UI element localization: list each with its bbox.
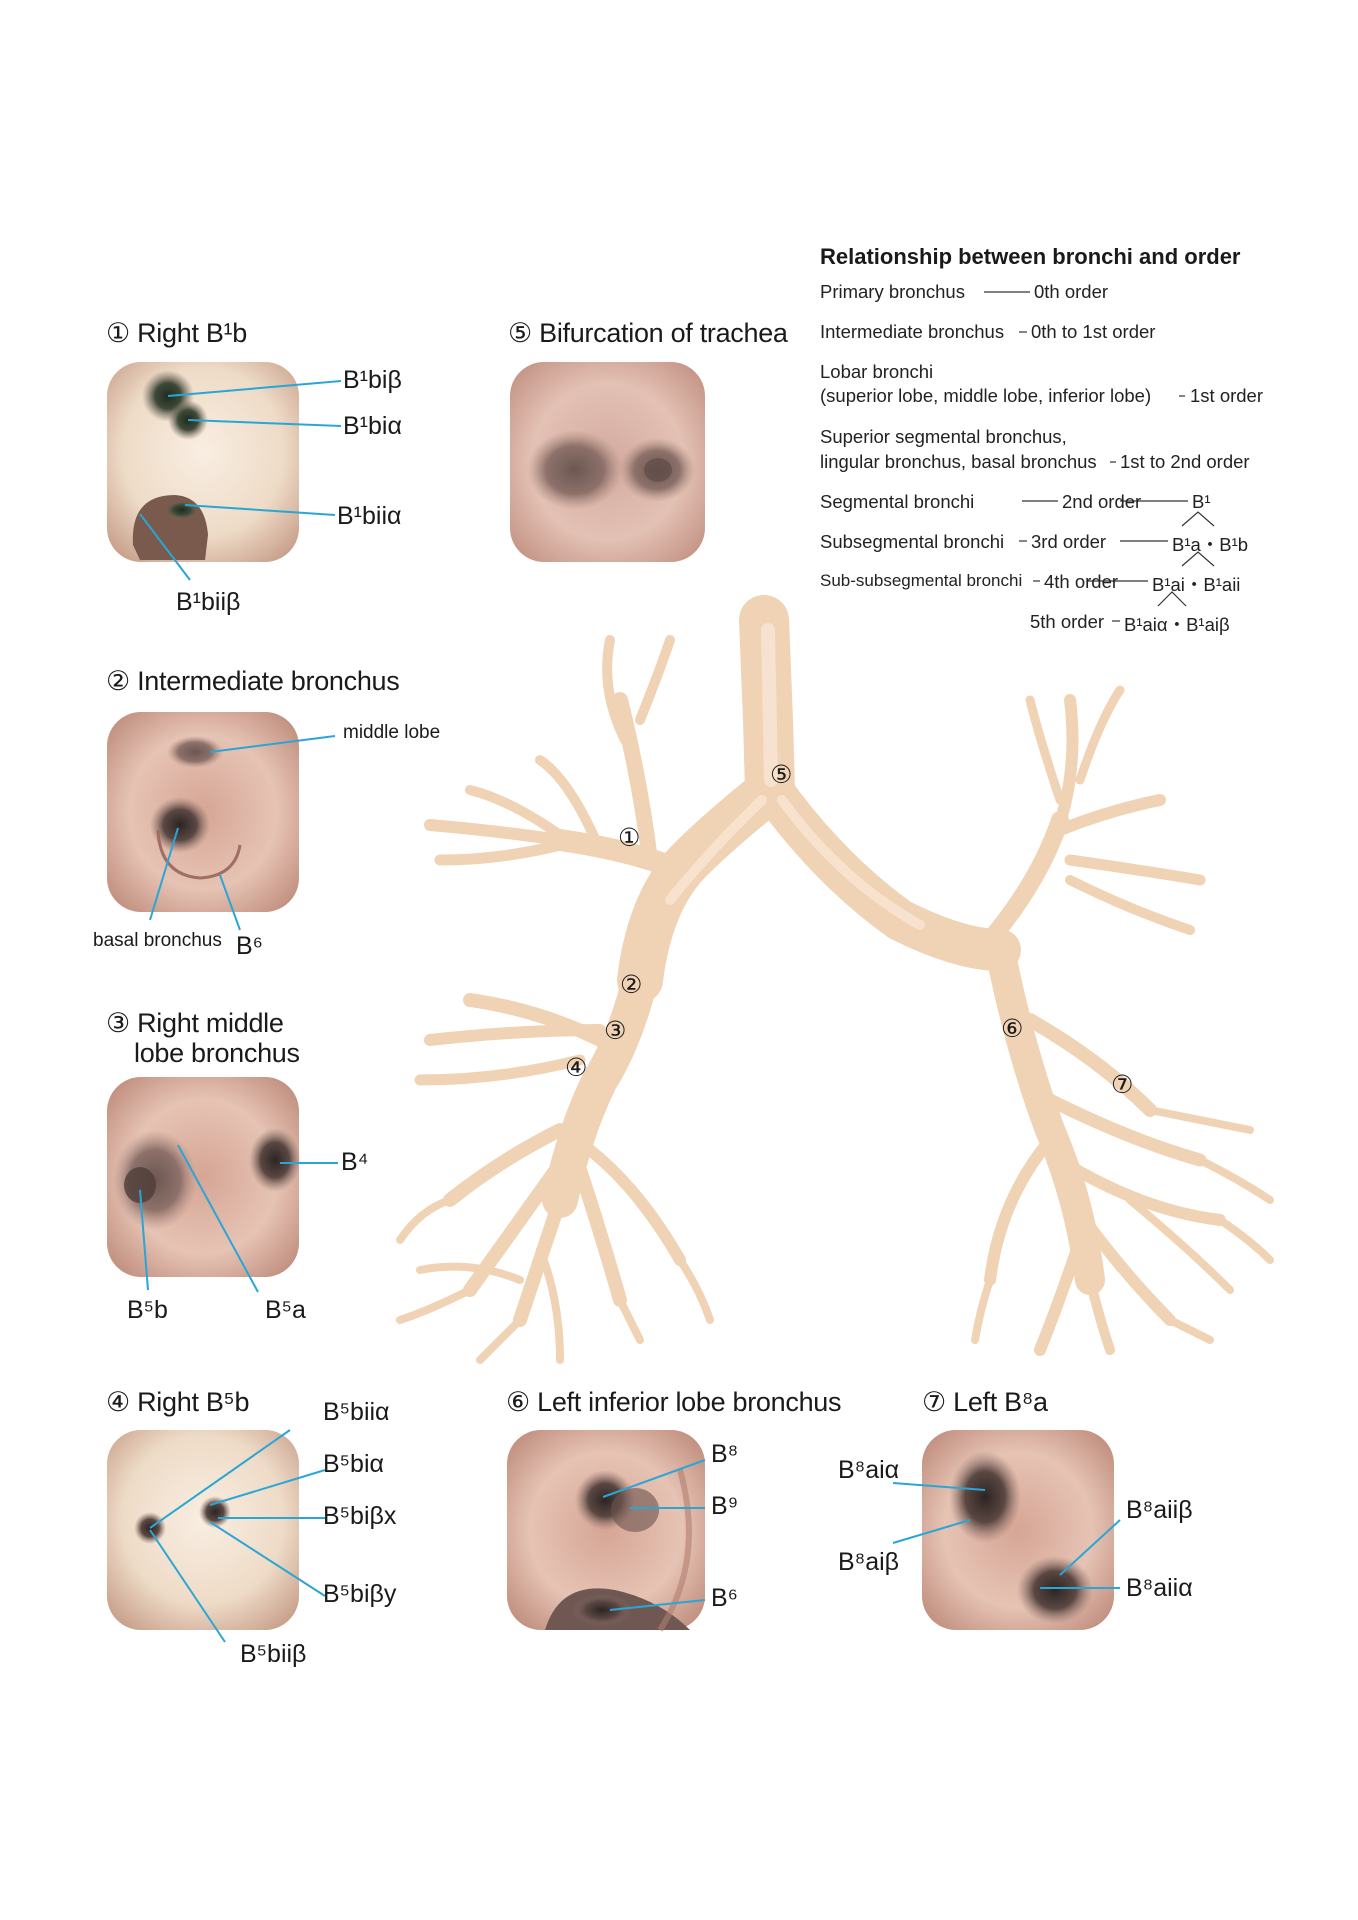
panel-2-title: ② Intermediate bronchus bbox=[106, 666, 400, 697]
rel-segmental-name: Segmental bronchi bbox=[820, 491, 975, 512]
endoscopic-photo-2 bbox=[107, 712, 299, 912]
rel-tree-level4: B¹aiα・B¹aiβ bbox=[1124, 614, 1230, 635]
label-b8ai-alpha: B⁸aiα bbox=[838, 1456, 900, 1484]
rel-primary-name: Primary bronchus bbox=[820, 281, 965, 302]
rel-tree-level3: B¹ai・B¹aii bbox=[1152, 574, 1241, 595]
label-b8aii-beta: B⁸aiiβ bbox=[1126, 1496, 1193, 1524]
panel-2-number: ② bbox=[106, 666, 130, 696]
rel-primary-order: 0th order bbox=[1034, 281, 1109, 302]
panel-4-title: ④ Right B⁵b bbox=[106, 1387, 249, 1418]
rel-lingular-name: lingular bronchus, basal bronchus bbox=[820, 451, 1097, 472]
panel-2-title-text: Intermediate bronchus bbox=[137, 666, 400, 696]
label-b1bi-beta: B¹biβ bbox=[343, 366, 402, 394]
panel-3-title: ③ Right middle lobe bronchus bbox=[106, 1008, 300, 1068]
rel-intermediate-order: 0th to 1st order bbox=[1031, 321, 1156, 342]
panel-1-title-text: Right B¹b bbox=[137, 318, 247, 348]
panel-7-title-text: Left B⁸a bbox=[953, 1387, 1048, 1417]
label-basal-bronchus: basal bronchus bbox=[93, 930, 222, 951]
label-b5bi-beta-x: B⁵biβx bbox=[323, 1502, 397, 1530]
label-b5bi-alpha: B⁵biα bbox=[323, 1450, 384, 1478]
endoscopic-photo-7 bbox=[922, 1430, 1114, 1630]
endoscopic-photo-5 bbox=[510, 362, 705, 562]
tree-marker-7: ⑦ bbox=[1111, 1070, 1134, 1099]
panel-1-number: ① bbox=[106, 318, 130, 348]
endoscopic-photo-3 bbox=[107, 1077, 301, 1277]
label-b8: B⁸ bbox=[711, 1440, 739, 1468]
rel-intermediate-name: Intermediate bronchus bbox=[820, 321, 1005, 342]
panel-1-title: ① Right B¹b bbox=[106, 318, 247, 349]
bronchial-tree bbox=[396, 595, 1274, 1364]
endoscopic-photo-1 bbox=[107, 362, 299, 562]
tree-marker-3: ③ bbox=[604, 1016, 627, 1045]
rel-lobar-order: 1st order bbox=[1190, 385, 1264, 406]
rel-lobar-detail: (superior lobe, middle lobe, inferior lo… bbox=[820, 385, 1152, 406]
label-middle-lobe: middle lobe bbox=[343, 722, 441, 743]
panel-6-title-text: Left inferior lobe bronchus bbox=[537, 1387, 842, 1417]
panel-3-title-line1: Right middle bbox=[137, 1008, 284, 1038]
label-b8ai-beta: B⁸aiβ bbox=[838, 1548, 900, 1576]
label-b4: B⁴ bbox=[341, 1148, 369, 1176]
rel-subsegmental-order: 3rd order bbox=[1031, 531, 1107, 552]
panel-5-title-text: Bifurcation of trachea bbox=[539, 318, 788, 348]
bronchial-tree-highlight bbox=[665, 623, 925, 930]
rel-superior-name: Superior segmental bronchus, bbox=[820, 426, 1067, 447]
label-b5bii-alpha: B⁵biiα bbox=[323, 1398, 390, 1426]
tree-marker-4: ④ bbox=[565, 1053, 588, 1082]
endoscopic-photo-4 bbox=[107, 1430, 299, 1630]
label-b8aii-alpha: B⁸aiiα bbox=[1126, 1574, 1193, 1602]
tree-marker-6: ⑥ bbox=[1001, 1014, 1024, 1043]
leader-lines bbox=[139, 380, 1121, 1643]
rel-subsegmental-name: Subsegmental bronchi bbox=[820, 531, 1005, 552]
panel-6-title: ⑥ Left inferior lobe bronchus bbox=[506, 1387, 842, 1418]
label-b5b: B⁵b bbox=[127, 1296, 168, 1324]
rel-lingular-order: 1st to 2nd order bbox=[1120, 451, 1250, 472]
label-b6-intermediate: B⁶ bbox=[236, 932, 263, 960]
panel-7-number: ⑦ bbox=[922, 1387, 946, 1417]
label-b5a: B⁵a bbox=[265, 1296, 306, 1324]
order-diagram-lines bbox=[984, 291, 1215, 622]
rel-segmental-order: 2nd order bbox=[1062, 491, 1142, 512]
tree-marker-5: ⑤ bbox=[770, 760, 793, 789]
rel-5th-order: 5th order bbox=[1030, 611, 1105, 632]
rel-tree-level1: B¹ bbox=[1192, 491, 1211, 512]
panel-4-title-text: Right B⁵b bbox=[137, 1387, 250, 1417]
tree-marker-2: ② bbox=[620, 970, 643, 999]
relationship-title: Relationship between bronchi and order bbox=[820, 244, 1241, 269]
panel-5-number: ⑤ bbox=[508, 318, 532, 348]
label-b5bi-beta-y: B⁵biβy bbox=[323, 1580, 397, 1608]
rel-subsub-order: 4th order bbox=[1044, 571, 1119, 592]
label-b1bii-alpha: B¹biiα bbox=[337, 502, 402, 530]
rel-tree-level2: B¹a・B¹b bbox=[1172, 534, 1249, 555]
panel-4-number: ④ bbox=[106, 1387, 130, 1417]
panel-3-number: ③ bbox=[106, 1008, 130, 1038]
panel-5-title: ⑤ Bifurcation of trachea bbox=[508, 318, 788, 349]
label-b6-left: B⁶ bbox=[711, 1584, 738, 1612]
panel-3-title-line2: lobe bronchus bbox=[134, 1038, 300, 1068]
label-b9: B⁹ bbox=[711, 1492, 739, 1520]
panel-6-number: ⑥ bbox=[506, 1387, 530, 1417]
label-b5bii-beta: B⁵biiβ bbox=[240, 1640, 307, 1668]
rel-subsub-name: Sub-subsegmental bronchi bbox=[820, 571, 1023, 590]
label-b1bii-beta: B¹biiβ bbox=[176, 588, 241, 616]
label-b1bi-alpha: B¹biα bbox=[343, 412, 402, 440]
rel-lobar-name: Lobar bronchi bbox=[820, 361, 934, 382]
panel-7-title: ⑦ Left B⁸a bbox=[922, 1387, 1048, 1418]
tree-marker-1: ① bbox=[618, 823, 641, 852]
endoscopic-photo-6 bbox=[507, 1430, 705, 1632]
